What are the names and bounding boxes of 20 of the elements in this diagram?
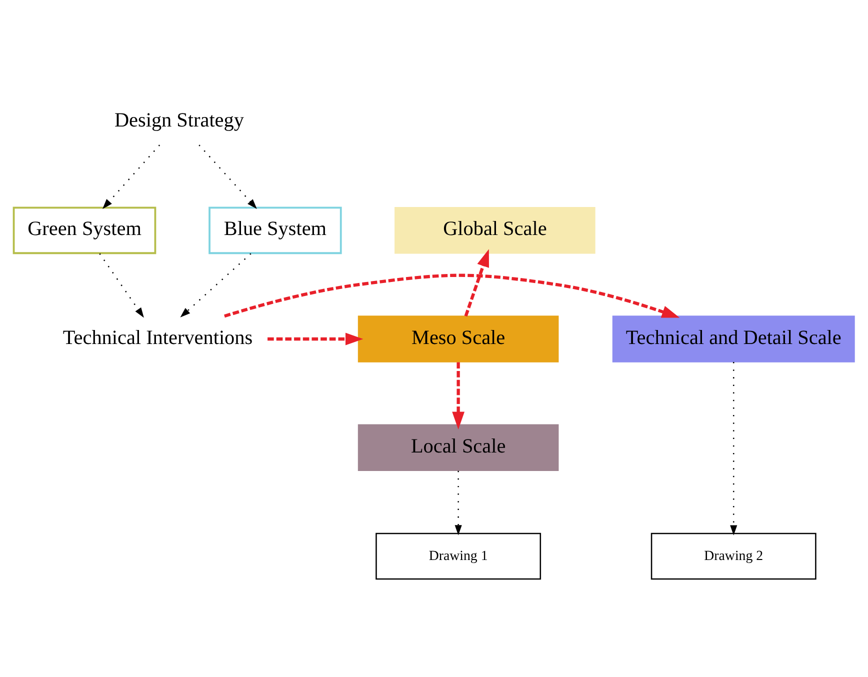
node-box: Local Scale — [358, 424, 559, 470]
node-box: Global Scale — [394, 206, 596, 254]
arrow — [730, 362, 738, 535]
node-box: Drawing 1 — [376, 532, 542, 580]
arrow — [102, 144, 160, 208]
node-box: Technical and Detail Scale — [612, 315, 855, 362]
node-text: Design Strategy — [114, 109, 244, 132]
node-text: Technical Interventions — [62, 326, 253, 348]
arrow — [268, 332, 364, 345]
node-box: Blue System — [208, 206, 342, 254]
arrow — [224, 273, 680, 318]
node-box: Green System — [12, 206, 156, 254]
arrow — [198, 144, 257, 208]
arrow — [452, 362, 465, 430]
arrow — [464, 248, 489, 316]
node-box: Drawing 2 — [650, 532, 816, 580]
arrow — [454, 470, 462, 535]
arrow — [99, 252, 144, 318]
arrow — [180, 252, 252, 317]
node-box: Meso Scale — [358, 315, 559, 362]
